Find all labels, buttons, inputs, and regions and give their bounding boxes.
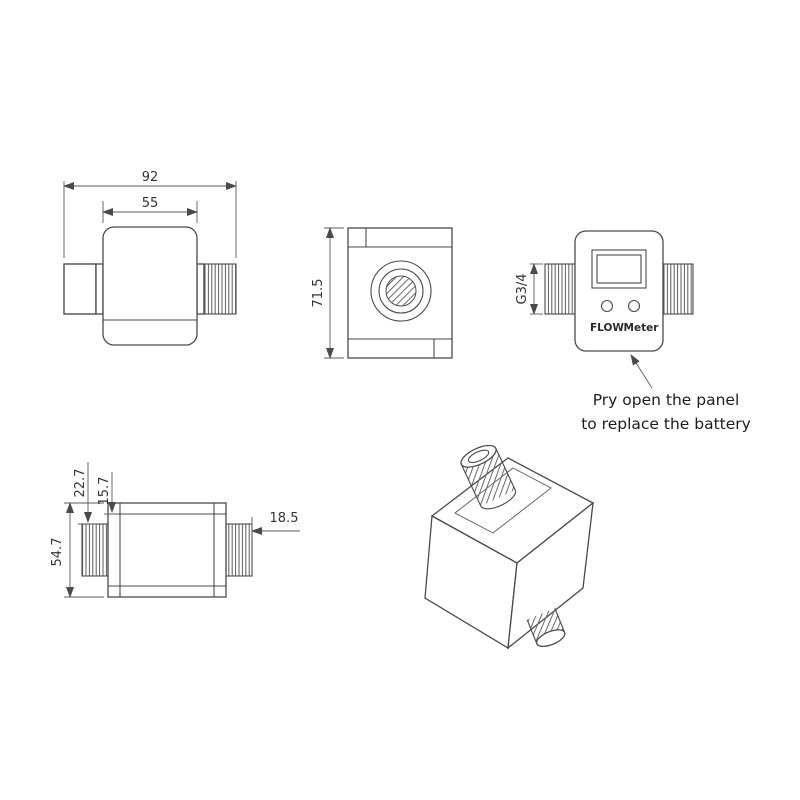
face-view: FLOW Meter G3/4 Pry open the panel to re… bbox=[515, 230, 751, 433]
meter-label: Meter bbox=[624, 322, 660, 334]
annotation-line1: Pry open the panel bbox=[593, 391, 740, 409]
dim-profile-b: 15.7 bbox=[97, 477, 112, 506]
dim-thread-length: 18.5 bbox=[270, 511, 299, 526]
profile-view: 54.7 22.7 15.7 18.5 bbox=[50, 462, 300, 598]
face-right-thread bbox=[663, 264, 693, 314]
side-view: 71.5 bbox=[311, 227, 453, 359]
right-button bbox=[627, 299, 641, 313]
left-button bbox=[600, 299, 614, 313]
dim-body-width: 55 bbox=[142, 196, 159, 211]
face-left-thread bbox=[545, 264, 575, 314]
front-right-thread bbox=[204, 264, 236, 314]
iso-top-fitting bbox=[460, 444, 517, 510]
dim-height: 71.5 bbox=[311, 279, 326, 308]
iso-bottom-fitting bbox=[526, 608, 566, 647]
dim-profile-a: 22.7 bbox=[73, 469, 88, 498]
front-left-thread bbox=[63, 263, 97, 315]
side-port-outer bbox=[370, 260, 432, 322]
front-right-collar bbox=[196, 263, 205, 315]
annotation-leader bbox=[630, 354, 653, 389]
thread-size-label: G3/4 bbox=[515, 274, 530, 305]
iso-right-face bbox=[507, 501, 594, 650]
profile-right-thread bbox=[226, 524, 252, 576]
iso-top-bore bbox=[467, 449, 490, 464]
profile-body bbox=[107, 502, 227, 598]
profile-left-thread bbox=[82, 524, 108, 576]
dim-profile-height: 54.7 bbox=[50, 538, 65, 567]
side-port-bore bbox=[385, 275, 417, 307]
front-view: 92 55 bbox=[63, 170, 237, 346]
side-port-inner bbox=[378, 268, 424, 314]
lcd-display-outer bbox=[591, 249, 647, 289]
annotation-line2: to replace the battery bbox=[581, 415, 751, 433]
front-left-collar bbox=[95, 263, 104, 315]
lcd-display-inner bbox=[596, 254, 642, 284]
dim-overall-width: 92 bbox=[142, 170, 159, 185]
flow-label: FLOW bbox=[590, 322, 624, 334]
isometric-view bbox=[424, 444, 595, 650]
front-body bbox=[102, 226, 198, 346]
